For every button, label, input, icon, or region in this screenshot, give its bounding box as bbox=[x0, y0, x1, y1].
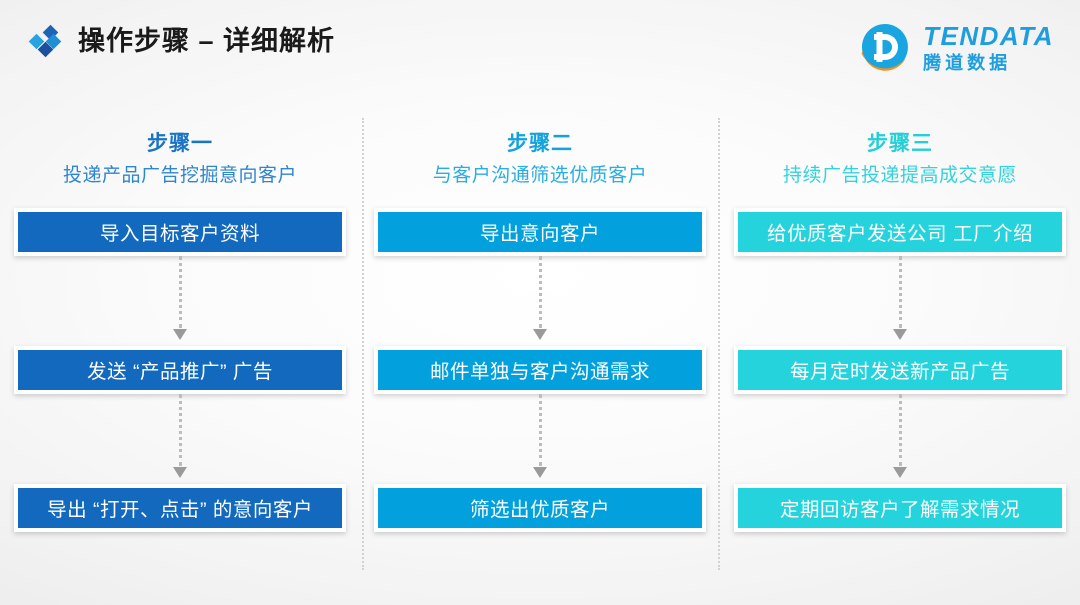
arrow-down-icon bbox=[173, 466, 187, 478]
step-column-1: 步骤一 投递产品广告挖掘意向客户 导入目标客户资料 发送 “产品推广” 广告 导… bbox=[0, 132, 360, 532]
step-column-1-boxes: 导入目标客户资料 发送 “产品推广” 广告 导出 “打开、点击” 的意向客户 bbox=[14, 207, 346, 532]
connector-line bbox=[538, 393, 542, 466]
step-box-1-3[interactable]: 导出 “打开、点击” 的意向客户 bbox=[14, 483, 346, 532]
step-column-3-boxes: 给优质客户发送公司 工厂介绍 每月定时发送新产品广告 定期回访客户了解需求情况 bbox=[734, 207, 1066, 532]
step-column-2-title: 步骤二 bbox=[507, 132, 573, 155]
step-column-2-boxes: 导出意向客户 邮件单独与客户沟通需求 筛选出优质客户 bbox=[374, 207, 706, 532]
step-column-2-subtitle: 与客户沟通筛选优质客户 bbox=[432, 165, 648, 187]
logo-wordmark: TENDATA 腾道数据 bbox=[923, 23, 1054, 72]
connector-line bbox=[898, 255, 902, 328]
step-column-3: 步骤三 持续广告投递提高成交意愿 给优质客户发送公司 工厂介绍 每月定时发送新产… bbox=[720, 132, 1080, 532]
connector-line bbox=[178, 255, 182, 328]
step-column-1-title: 步骤一 bbox=[147, 132, 213, 155]
arrow-down-icon bbox=[893, 466, 907, 478]
step-box-2-3[interactable]: 筛选出优质客户 bbox=[374, 483, 706, 532]
connector-line bbox=[538, 255, 542, 328]
column-divider-1 bbox=[362, 118, 364, 570]
page-title: 操作步骤 – 详细解析 bbox=[78, 26, 336, 56]
connector-line bbox=[898, 393, 902, 466]
step-box-3-3[interactable]: 定期回访客户了解需求情况 bbox=[734, 483, 1066, 532]
logo-name-cn: 腾道数据 bbox=[923, 52, 1012, 73]
arrow-down-icon bbox=[533, 466, 547, 478]
brand-logo: TENDATA 腾道数据 bbox=[856, 18, 1054, 76]
diamond-cluster-icon bbox=[28, 24, 62, 58]
page-header: 操作步骤 – 详细解析 bbox=[28, 24, 335, 58]
step-box-2-1[interactable]: 导出意向客户 bbox=[374, 207, 706, 256]
step-column-3-title: 步骤三 bbox=[867, 132, 933, 155]
arrow-connector-1-2 bbox=[173, 393, 187, 484]
connector-line bbox=[178, 393, 182, 466]
step-box-3-2[interactable]: 每月定时发送新产品广告 bbox=[734, 345, 1066, 394]
arrow-connector-2-2 bbox=[533, 393, 547, 484]
step-box-2-2[interactable]: 邮件单独与客户沟通需求 bbox=[374, 345, 706, 394]
arrow-down-icon bbox=[173, 328, 187, 340]
column-divider-2 bbox=[718, 118, 720, 570]
steps-grid: 步骤一 投递产品广告挖掘意向客户 导入目标客户资料 发送 “产品推广” 广告 导… bbox=[0, 132, 1080, 532]
arrow-connector-3-1 bbox=[893, 255, 907, 346]
arrow-down-icon bbox=[533, 328, 547, 340]
step-box-1-1[interactable]: 导入目标客户资料 bbox=[14, 207, 346, 256]
step-column-1-subtitle: 投递产品广告挖掘意向客户 bbox=[62, 165, 297, 187]
step-box-3-1[interactable]: 给优质客户发送公司 工厂介绍 bbox=[734, 207, 1066, 256]
step-box-1-2[interactable]: 发送 “产品推广” 广告 bbox=[14, 345, 346, 394]
arrow-connector-2-1 bbox=[533, 255, 547, 346]
arrow-down-icon bbox=[893, 328, 907, 340]
logo-name-en: TENDATA bbox=[923, 20, 1054, 51]
arrow-connector-3-2 bbox=[893, 393, 907, 484]
arrow-connector-1-1 bbox=[173, 255, 187, 346]
step-column-2: 步骤二 与客户沟通筛选优质客户 导出意向客户 邮件单独与客户沟通需求 筛选出优质… bbox=[360, 132, 720, 532]
tendata-d-circle-icon bbox=[856, 18, 914, 76]
step-column-3-subtitle: 持续广告投递提高成交意愿 bbox=[782, 165, 1017, 187]
